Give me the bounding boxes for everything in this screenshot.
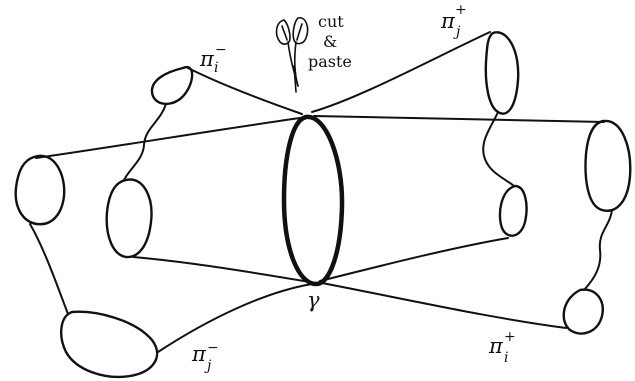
svg-text:+: + <box>504 329 516 345</box>
gamma-loop <box>281 114 345 287</box>
svg-text:i: i <box>214 60 218 76</box>
large-right-cobordism <box>313 115 632 335</box>
svg-text:π: π <box>440 9 456 33</box>
surface-edge-right-wavy <box>482 111 515 187</box>
surface-edge-top-right <box>311 31 491 113</box>
scissors-icon <box>275 17 309 93</box>
boundary-circle-pi-j-plus-bottom <box>498 184 528 237</box>
surface-edge-far-left <box>29 223 69 315</box>
surface-edge-bottom-far-left <box>157 283 313 353</box>
svg-text:−: − <box>215 42 227 58</box>
label-pi-j-plus: π + j <box>440 2 467 40</box>
svg-text:γ: γ <box>307 288 320 312</box>
svg-text:&: & <box>323 32 337 51</box>
svg-text:paste: paste <box>308 52 352 71</box>
boundary-circle-pi-i-minus-top <box>150 65 194 106</box>
svg-text:+: + <box>455 2 467 18</box>
svg-text:i: i <box>504 350 508 366</box>
svg-text:π: π <box>488 334 504 358</box>
boundary-circle-pi-i-minus-bottom <box>105 178 153 259</box>
boundary-circle-pi-j-plus-top <box>484 31 520 115</box>
label-pi-j-minus: π − j <box>191 340 219 374</box>
cut-paste-note: cut & paste <box>308 12 352 71</box>
left-cobordism <box>105 65 311 283</box>
surface-edge-bottom-far-right <box>321 282 567 329</box>
surface-edge-bottom-right <box>319 237 509 282</box>
label-pi-i-plus: π + i <box>488 329 516 366</box>
right-cobordism <box>311 31 528 282</box>
surface-edge-top-left <box>187 67 303 115</box>
boundary-circle-pi-i-plus-bottom <box>562 288 605 335</box>
svg-text:j: j <box>453 24 461 40</box>
svg-text:cut: cut <box>318 12 344 31</box>
boundary-circle-pi-j-minus-top <box>14 154 66 226</box>
surface-edge-left-wavy <box>123 103 167 181</box>
svg-text:π: π <box>199 47 215 71</box>
surface-edge-bottom-left <box>132 256 311 283</box>
svg-text:π: π <box>191 342 207 366</box>
svg-text:−: − <box>207 340 219 356</box>
surface-edge-far-right-wavy <box>583 209 613 291</box>
svg-text:j: j <box>204 358 212 374</box>
surface-edge-top-far-right <box>313 115 605 123</box>
label-pi-i-minus: π − i <box>199 42 227 76</box>
boundary-circle-pi-j-minus-bottom <box>60 310 159 379</box>
large-left-cobordism <box>14 117 313 379</box>
label-gamma: γ <box>307 288 320 312</box>
surface-edge-top-far-left <box>35 117 301 159</box>
boundary-circle-pi-i-plus-top <box>584 119 632 212</box>
